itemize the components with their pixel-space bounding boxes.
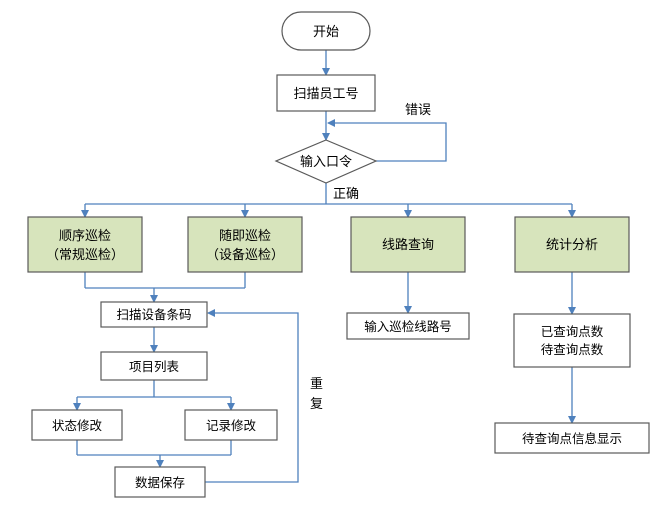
sequential-inspection-label-2: （常规巡检） (46, 248, 124, 263)
status-edit-label: 状态修改 (52, 418, 103, 433)
node-point-counts: 已查询点数 待查询点数 (513, 313, 631, 368)
start-label: 开始 (313, 25, 339, 40)
wrong-label: 错误 (405, 103, 431, 118)
item-list-label: 项目列表 (129, 359, 180, 374)
pending-info-label: 待查询点信息显示 (522, 431, 622, 446)
point-counts-box (513, 313, 631, 368)
node-record-edit: 记录修改 (184, 409, 278, 441)
node-sequential-inspection: 顺序巡检 （常规巡检） (27, 216, 143, 273)
scan-id-box (276, 74, 376, 112)
pending-info-box (494, 422, 650, 454)
node-save-data: 数据保存 (114, 466, 206, 498)
pending-points-label: 待查询点数 (541, 342, 604, 357)
node-start: 开始 (281, 11, 371, 51)
connectors (73, 50, 576, 483)
route-query-label: 线路查询 (382, 237, 434, 253)
random-inspection-label-1: 随即巡检 (219, 229, 271, 244)
password-decision-shape (274, 139, 378, 184)
record-edit-box (184, 409, 278, 441)
scan-barcode-box (100, 301, 208, 328)
correct-label: 正确 (333, 187, 359, 202)
node-scan-barcode: 扫描设备条码 (100, 301, 208, 328)
item-list-box (100, 351, 208, 381)
scan-id-label: 扫描员工号 (293, 87, 358, 102)
input-route-label: 输入巡检线路号 (364, 319, 452, 334)
node-item-list: 项目列表 (100, 351, 208, 381)
sequential-inspection-box (27, 216, 143, 273)
save-data-box (114, 466, 206, 498)
repeat-label-2: 复 (310, 397, 323, 412)
statistics-box (514, 216, 630, 273)
node-statistics: 统计分析 (514, 216, 630, 273)
node-route-query: 线路查询 (350, 216, 466, 273)
random-inspection-label-2: （设备巡检） (206, 247, 284, 263)
save-data-label: 数据保存 (135, 475, 185, 490)
scan-barcode-label: 扫描设备条码 (116, 307, 191, 322)
start-terminal-shape (281, 11, 371, 51)
edge-wrong-loop (327, 119, 447, 162)
repeat-label-1: 重 (310, 376, 323, 392)
edge-repeat-loop (205, 309, 299, 483)
node-status-edit: 状态修改 (31, 409, 123, 441)
status-edit-box (31, 409, 123, 441)
route-query-box (350, 216, 466, 273)
node-password: 输入口令 (274, 139, 378, 184)
record-edit-label: 记录修改 (206, 418, 257, 433)
node-scan-id: 扫描员工号 (276, 74, 376, 112)
password-label: 输入口令 (300, 154, 352, 170)
input-route-box (346, 312, 470, 340)
node-random-inspection: 随即巡检 （设备巡检） (187, 216, 303, 273)
node-input-route: 输入巡检线路号 (346, 312, 470, 340)
random-inspection-box (187, 216, 303, 273)
queried-points-label: 已查询点数 (541, 324, 604, 339)
statistics-label: 统计分析 (546, 238, 598, 253)
node-pending-info: 待查询点信息显示 (494, 422, 650, 454)
sequential-inspection-label-1: 顺序巡检 (59, 229, 111, 244)
